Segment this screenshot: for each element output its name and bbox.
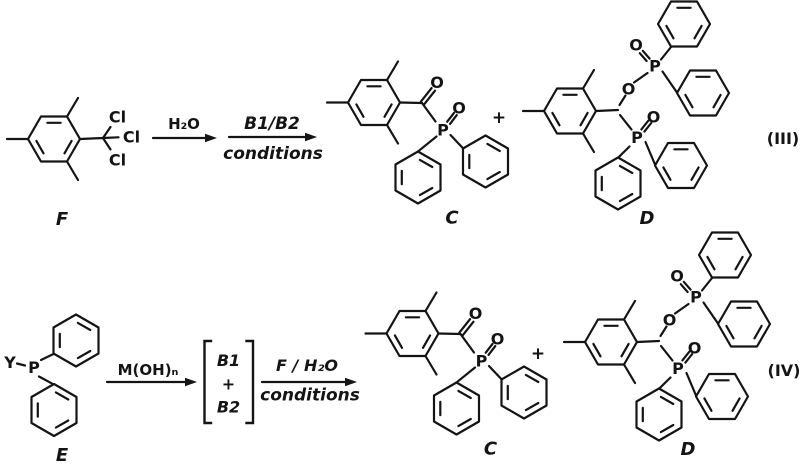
- phosphorus-atom-label: P: [28, 358, 40, 377]
- reagent-text-h2o: H₂O: [168, 115, 200, 133]
- bond: [101, 136, 120, 140]
- bond: [39, 352, 55, 362]
- intermediate-bracket-group: B1 + B2: [203, 339, 255, 425]
- reagent-text-f-h2o: F / H₂O: [276, 356, 338, 375]
- chlorine-atom-label: Cl: [123, 128, 140, 147]
- compound-e-structure: Y P E: [3, 313, 100, 464]
- reaction-arrow-moh: M(OH)ₙ: [105, 361, 197, 387]
- equation-number-iv: (IV): [768, 361, 800, 380]
- compound-d-instance: [523, 2, 729, 230]
- y-substituent-label: Y: [3, 353, 16, 372]
- compound-d-instance: [564, 233, 770, 461]
- right-bracket: [245, 339, 255, 425]
- arrowhead-icon: [345, 377, 357, 387]
- reaction-arrow-h2o: H₂O: [151, 115, 217, 143]
- plus-sign: +: [222, 375, 235, 394]
- bond: [37, 375, 54, 385]
- reaction-arrow-f-h2o: F / H₂O conditions: [260, 356, 360, 406]
- phenyl-ring: [52, 313, 100, 368]
- bond: [101, 136, 112, 151]
- equation-number-iii: (III): [767, 129, 799, 148]
- compound-e-label: E: [56, 445, 69, 464]
- conditions-text: conditions: [260, 386, 360, 406]
- intermediate-b2-label: B2: [217, 398, 240, 417]
- compound-c-instance: [327, 62, 508, 229]
- plus-sign: +: [492, 108, 506, 128]
- bond: [101, 125, 112, 140]
- reaction-iv-row: Y P E M(OH)ₙ B1 + B2 F / H₂O conditions: [3, 233, 800, 464]
- arrowhead-icon: [185, 377, 197, 387]
- compound-c-instance: [366, 293, 547, 460]
- reagent-text-moh: M(OH)ₙ: [118, 361, 179, 379]
- reaction-iii-row: Cl Cl Cl F H₂O B1/B2 conditions + (III): [7, 2, 799, 231]
- phenyl-ring: [30, 382, 78, 438]
- reaction-arrow-b1b2: B1/B2 conditions: [223, 114, 323, 164]
- mesityl-group: [7, 98, 80, 180]
- bond: [15, 362, 27, 367]
- arrowhead-icon: [205, 133, 217, 143]
- arrowhead-icon: [305, 132, 317, 142]
- reagent-text-b1b2: B1/B2: [244, 114, 300, 134]
- bond: [78, 136, 105, 141]
- chlorine-atom-label: Cl: [109, 108, 126, 127]
- left-bracket: [203, 339, 213, 425]
- compound-f-structure: Cl Cl Cl F: [7, 98, 140, 230]
- plus-sign: +: [531, 344, 545, 364]
- compound-f-label: F: [56, 209, 69, 230]
- intermediate-b1-label: B1: [217, 351, 240, 370]
- conditions-text: conditions: [223, 144, 323, 164]
- chlorine-atom-label: Cl: [109, 151, 126, 170]
